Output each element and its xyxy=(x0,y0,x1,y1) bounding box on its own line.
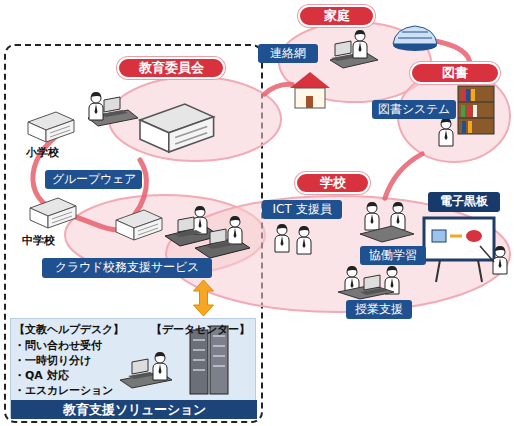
panel-text: 【文教ヘルプデスク】 xyxy=(14,322,144,338)
service-pill: 連絡網 xyxy=(258,44,318,63)
region-ellipse-shape xyxy=(109,77,281,161)
bookshelf xyxy=(439,86,494,146)
ict-staff xyxy=(275,224,311,254)
service-pill: 授業支援 xyxy=(346,300,412,319)
region-ellipse-shape xyxy=(166,196,510,312)
service-pill: 図書システム xyxy=(372,100,456,119)
service-pill: クラウド校務支援サービス xyxy=(42,258,212,278)
building-label: 中学校 xyxy=(22,234,66,249)
pill-label: 図書システム xyxy=(372,100,456,119)
panel-text: ・QA 対応 xyxy=(14,369,134,384)
pill-label: 授業支援 xyxy=(346,300,412,319)
group-heading: 学校 xyxy=(295,172,370,194)
server-dome xyxy=(393,26,437,51)
electronic-whiteboard xyxy=(424,218,507,282)
home-user xyxy=(330,30,378,68)
service-pill: ICT 支援員 xyxy=(262,200,342,219)
pill-label: 電子黒板 xyxy=(428,192,500,212)
data-center xyxy=(120,326,228,394)
group-heading: 図書 xyxy=(410,62,500,84)
house-icon xyxy=(290,72,330,108)
board-group: 教育委員会 xyxy=(105,57,285,165)
school-building xyxy=(28,112,74,142)
panel-text: 【データセンター】 xyxy=(151,322,255,338)
panel-text: ・問い合わせ受付 xyxy=(14,339,134,354)
lesson-support xyxy=(338,266,399,299)
group-learning xyxy=(360,202,414,242)
pill-label: 連絡網 xyxy=(258,44,318,63)
network-connector xyxy=(265,84,293,94)
panel-text: ・一時切り分け xyxy=(14,354,134,369)
staff-room xyxy=(165,206,250,258)
board-office xyxy=(88,92,214,152)
school-building xyxy=(30,198,76,228)
double-arrow xyxy=(194,280,214,316)
network-connector xyxy=(385,154,422,198)
service-pill: グループウェア xyxy=(45,170,142,189)
library-group: 図書図書システム xyxy=(392,62,512,166)
pill-label: 協働学習 xyxy=(360,246,426,265)
school-building xyxy=(116,210,162,240)
solution-panel: 【文教ヘルプデスク】【データセンター】・問い合わせ受付・一時切り分け・QA 対応… xyxy=(10,318,256,418)
building-label: 小学校 xyxy=(26,146,70,161)
solution-bar: 教育支援ソリューション xyxy=(11,400,257,419)
group-heading: 教育委員会 xyxy=(117,57,225,79)
group-heading: 家庭 xyxy=(298,5,375,27)
pill-label: クラウド校務支援サービス xyxy=(42,258,212,278)
device-pill: 電子黒板 xyxy=(428,192,500,212)
pill-label: ICT 支援員 xyxy=(262,200,342,219)
pill-label: グループウェア xyxy=(45,170,142,189)
service-pill: 協働学習 xyxy=(360,246,426,265)
panel-text: ・エスカレーション xyxy=(14,384,134,399)
